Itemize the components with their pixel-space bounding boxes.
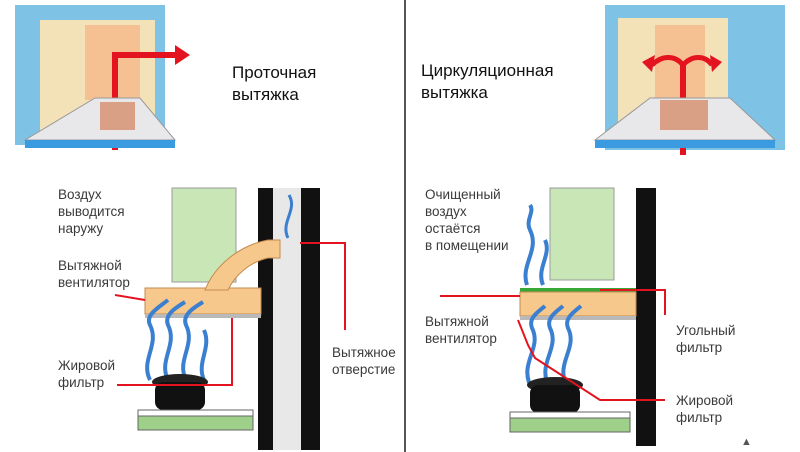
pot-body-right [530,385,580,413]
label-fan-left: Вытяжной вентилятор [58,258,130,290]
leader-outlet [300,242,346,330]
air-arrow-left [650,55,685,67]
panel-divider [404,0,406,452]
air-arrow-right [681,55,715,67]
steam-wall [284,194,294,239]
air-arrow-right-head [710,55,722,72]
label-grease-left: Жировой фильтр [58,358,116,390]
air-arrow-head [175,45,190,65]
air-arrow-left-head [642,55,655,72]
steam-r2 [543,304,565,386]
stove-base-right [509,417,631,433]
stove-base [137,415,254,431]
hood-light-right [595,140,775,148]
steam-above-2 [539,239,549,286]
wall-right [636,188,656,446]
recirc-hood-mini [593,5,785,155]
flow-hood-diagram [114,187,346,450]
label-clean-air: Очищенный воздух остаётся в помещении [425,187,509,253]
hood-light [25,140,175,148]
flow-hood-mini [15,5,190,150]
leader-carbon [600,289,666,315]
steam-3 [181,300,205,381]
fan-motor-right [660,100,708,130]
steam-4 [199,329,209,381]
pot-body [155,382,205,410]
window-right [549,187,615,281]
stove-top-right [509,411,631,419]
carbon-filter-strip [520,288,636,292]
fan-motor [100,102,135,130]
corner-mark: ▲ [741,436,752,448]
steam-1 [145,298,170,381]
label-carbon-filter: Угольный фильтр [676,323,736,355]
recirc-hood-diagram [440,187,666,446]
leader-grease [117,318,233,386]
label-air-out: Воздух выводится наружу [58,187,125,236]
grease-filter-strip-right [520,316,636,320]
leader-grease-right [517,319,665,401]
label-grease-right: Жировой фильтр [676,393,734,425]
label-outlet: Вытяжное отверстие [332,345,396,377]
left-title: Проточная вытяжка [232,63,317,104]
leader-fan [114,294,146,301]
flow-hood-illustration [15,5,346,450]
right-title: Циркуляционная вытяжка [421,61,554,102]
grease-filter-strip [145,314,261,318]
steam-above-1 [523,203,535,286]
steam-r1 [525,304,547,386]
label-fan-right: Вытяжной вентилятор [425,314,497,346]
exhaust-duct [204,239,281,291]
steam-2 [163,300,187,381]
steam-r3 [561,304,583,386]
